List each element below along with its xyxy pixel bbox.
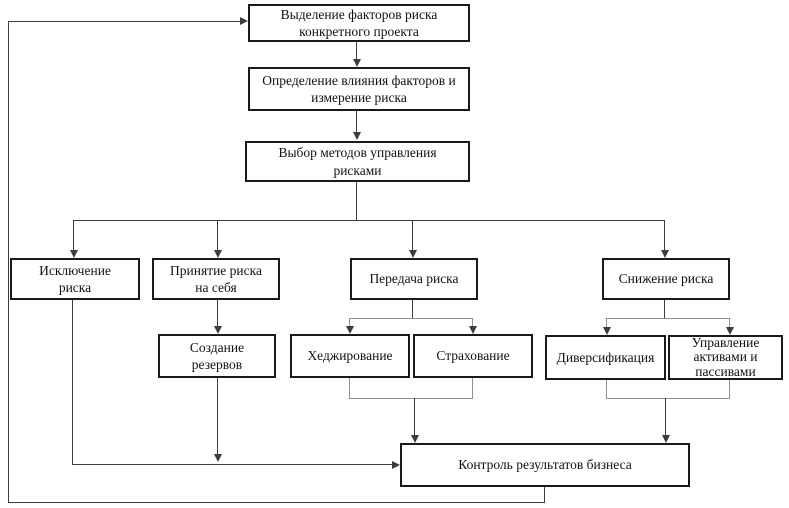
connector-reserves-down [217, 378, 218, 455]
node-diversification: Диверсификация [545, 335, 666, 380]
node-risk-acceptance: Принятие риска на себя [152, 258, 280, 300]
connector-exclusion-down [72, 300, 73, 465]
arrowhead-acceptance-icon [214, 250, 222, 258]
arrowhead-exclusion-icon [70, 250, 78, 258]
connector-feedback-bottom [8, 502, 545, 503]
connector-feedback-top [8, 21, 241, 22]
connector-choose-to-branches [356, 182, 357, 221]
node-risk-reduction: Снижение риска [602, 258, 730, 300]
arrowhead-hedging-icon [346, 326, 354, 334]
connector-right-merge-to-control [665, 398, 666, 436]
connector-reduction-stem [664, 300, 665, 319]
arrowhead-transfer-icon [409, 250, 417, 258]
connector-transfer-split-rail [349, 318, 473, 319]
connector-diversification-down [606, 380, 607, 399]
connector-alm-down [729, 380, 730, 399]
connector-exclusion-to-control [72, 464, 393, 465]
connector-assess-to-choose [356, 111, 357, 132]
connector-hedging-down [349, 378, 350, 399]
connector-rail-to-acceptance [217, 221, 218, 251]
connector-rail-to-exclusion [73, 221, 74, 251]
arrowhead-reserves-icon [214, 326, 222, 334]
connector-rail-to-reduction [664, 221, 665, 251]
arrowhead-reduction-icon [661, 250, 669, 258]
arrowhead-control-left-icon [411, 435, 419, 443]
connector-left-merge-rail [349, 398, 473, 399]
connector-rail-to-transfer [412, 221, 413, 251]
connector-split-to-hedging [349, 319, 350, 327]
arrowhead-assess-icon [353, 59, 361, 67]
connector-acceptance-to-reserves [217, 300, 218, 327]
node-business-results-control: Контроль результатов бизнеса [400, 443, 690, 487]
connector-identify-to-assess [356, 42, 357, 59]
connector-split-to-diversification [606, 319, 607, 328]
arrowhead-alm-icon [726, 327, 734, 335]
node-asset-liability-management: Управление активами и пассивами [668, 335, 783, 380]
arrowhead-control-right-icon [662, 435, 670, 443]
connector-branch-rail [73, 220, 665, 221]
node-insurance: Страхование [413, 334, 533, 378]
connector-insurance-down [472, 378, 473, 399]
connector-split-to-insurance [472, 319, 473, 327]
arrowhead-choose-icon [353, 132, 361, 140]
arrowhead-control-side-icon [392, 461, 400, 469]
node-create-reserves: Создание резервов [158, 334, 276, 378]
arrowhead-diversification-icon [603, 327, 611, 335]
connector-control-feedback-stem [544, 487, 545, 503]
connector-transfer-stem [412, 300, 413, 319]
node-assess-factor-influence: Определение влияния факторов и измерение… [248, 67, 470, 111]
connector-reduction-split-rail [606, 318, 730, 319]
connector-right-merge-rail [606, 398, 730, 399]
connector-feedback-left [8, 21, 9, 503]
node-risk-transfer: Передача риска [350, 258, 478, 300]
arrowhead-insurance-icon [469, 326, 477, 334]
node-risk-exclusion: Исключение риска [10, 258, 140, 300]
arrowhead-reserves-join-icon [214, 454, 222, 462]
node-identify-risk-factors: Выделение факторов риска конкретного про… [248, 4, 470, 42]
arrowhead-identify-feedback-icon [240, 17, 248, 25]
node-hedging: Хеджирование [290, 334, 410, 378]
node-choose-management-methods: Выбор методов управления рисками [245, 141, 470, 182]
connector-split-to-alm [729, 319, 730, 328]
connector-left-merge-to-control [414, 398, 415, 436]
